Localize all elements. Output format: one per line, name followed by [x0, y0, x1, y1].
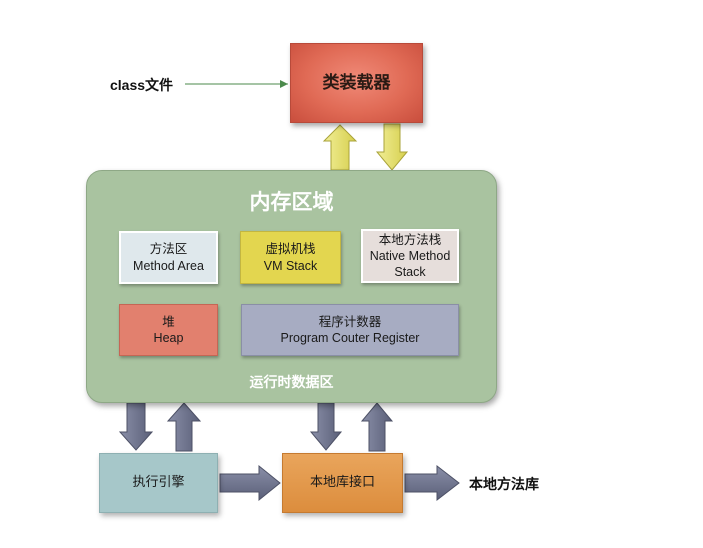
native-method-stack-box: 本地方法栈 Native Method Stack: [361, 229, 459, 283]
arrow-up-from-native-interface: [360, 402, 394, 452]
native-method-stack-en-line1: Native Method: [369, 248, 451, 263]
native-method-stack-cn: 本地方法栈: [378, 232, 442, 247]
pc-register-cn: 程序计数器: [318, 314, 382, 329]
native-library-label: 本地方法库: [469, 477, 539, 493]
execution-engine-label: 执行引擎: [132, 474, 185, 490]
method-area-en: Method Area: [133, 258, 204, 273]
memory-area-title: 内存区域: [249, 190, 334, 214]
pc-register-box: 程序计数器 Program Couter Register: [241, 304, 459, 356]
arrow-up-from-execution-engine: [166, 402, 202, 452]
class-file-connector-arrowhead: [280, 80, 288, 88]
pc-register-en: Program Couter Register: [280, 331, 420, 345]
arrow-up-to-loader: [322, 124, 358, 171]
vm-stack-en: VM Stack: [263, 258, 318, 273]
arrow-engine-to-interface: [219, 464, 281, 502]
native-method-stack-en-line2: Stack: [394, 265, 426, 280]
heap-cn: 堆: [162, 314, 175, 329]
runtime-data-area-label: 运行时数据区: [249, 375, 334, 391]
arrow-interface-to-library: [404, 464, 460, 502]
arrow-down-to-execution-engine: [118, 402, 154, 451]
method-area-cn: 方法区: [149, 242, 188, 257]
class-file-label: class文件: [110, 77, 174, 93]
method-area-box: 方法区 Method Area: [119, 231, 218, 284]
arrow-down-from-loader: [375, 123, 409, 171]
class-loader-label: 类装载器: [322, 72, 391, 93]
execution-engine-box: 执行引擎: [99, 453, 218, 513]
memory-area-container: [86, 170, 497, 403]
vm-stack-cn: 虚拟机栈: [265, 242, 316, 257]
arrow-down-to-native-interface: [309, 402, 343, 451]
native-interface-label: 本地库接口: [309, 474, 375, 490]
native-interface-box: 本地库接口: [282, 453, 403, 513]
heap-box: 堆 Heap: [119, 304, 218, 356]
heap-en: Heap: [153, 331, 184, 345]
vm-stack-box: 虚拟机栈 VM Stack: [240, 231, 341, 284]
class-loader-box: 类装载器: [290, 43, 423, 123]
